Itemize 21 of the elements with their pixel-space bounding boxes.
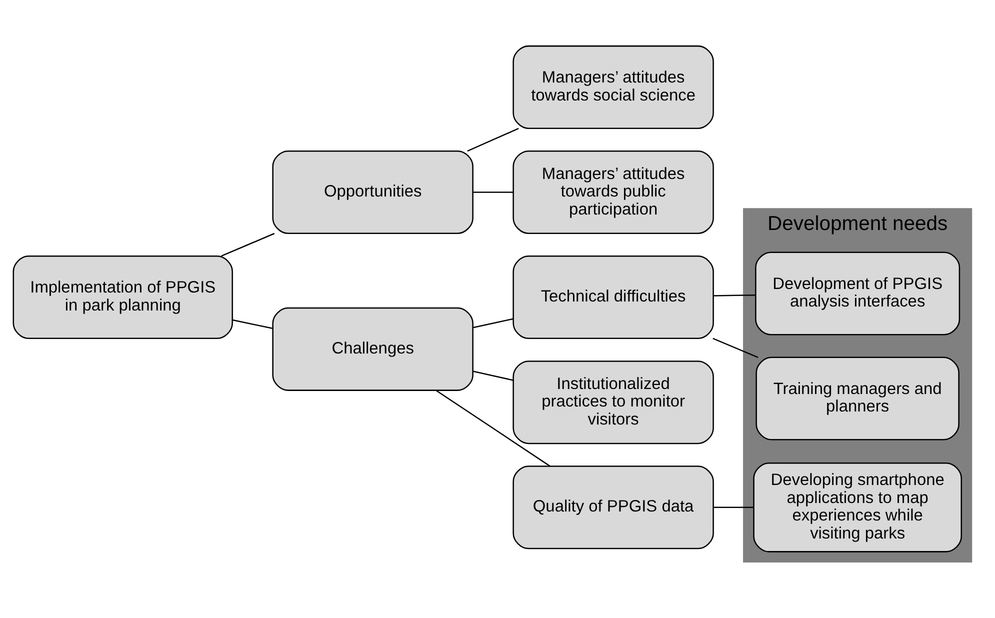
connector xyxy=(232,319,273,330)
connector xyxy=(472,318,514,328)
connector xyxy=(472,370,514,381)
node-box: Development of PPGIS analysis interfaces xyxy=(755,252,960,336)
node-box: Quality of PPGIS data xyxy=(512,466,714,550)
node-box: Institutionalized practices to monitor visitors xyxy=(512,360,714,444)
node-box: Challenges xyxy=(272,307,474,391)
node-box: Technical difficulties xyxy=(512,256,714,340)
node-box: Implementation of PPGIS in park planning xyxy=(12,256,233,340)
connector xyxy=(472,192,514,193)
connector xyxy=(436,390,550,467)
connector xyxy=(714,294,756,296)
node-box: Managers’ attitudes towards social science xyxy=(512,45,714,129)
connector xyxy=(220,232,275,257)
node-box: Developing smartphone applications to map experiences while visiting parks xyxy=(753,462,962,552)
node-box: Opportunities xyxy=(272,150,474,234)
connector xyxy=(467,128,519,152)
connector xyxy=(712,338,758,358)
node-box: Managers’ attitudes towards public participation xyxy=(512,150,714,234)
node-box: Training managers and planners xyxy=(756,356,960,440)
connector xyxy=(714,506,754,508)
